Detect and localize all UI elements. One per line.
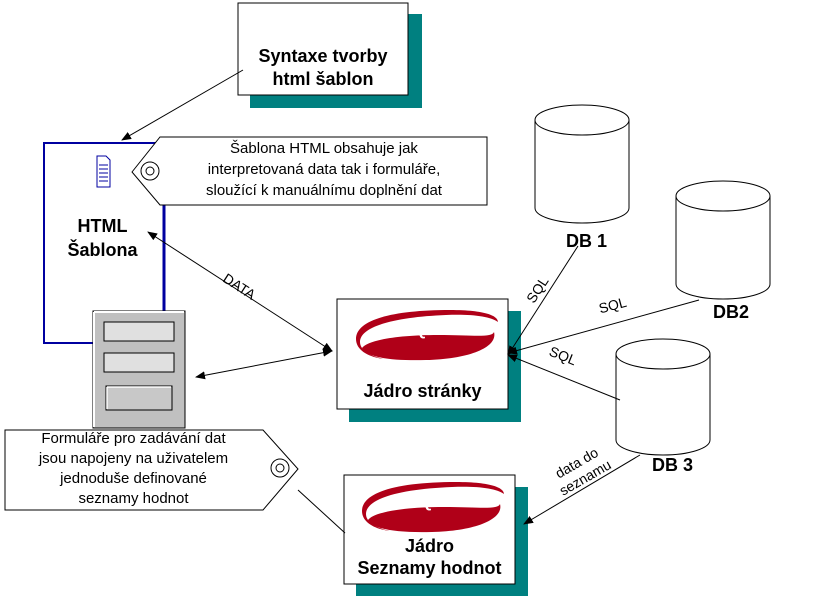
list-box-line1: Jádro bbox=[404, 536, 455, 556]
syntax-box bbox=[237, 2, 422, 108]
list-box bbox=[343, 474, 528, 596]
core-box bbox=[336, 298, 521, 422]
syntax-box-text: Syntaxe tvorby html šablon bbox=[238, 45, 408, 91]
form-window-icon bbox=[92, 310, 186, 429]
database-cylinder-icon bbox=[615, 338, 711, 456]
sql-logo-icon bbox=[362, 482, 504, 533]
connectors bbox=[121, 69, 700, 534]
form-tag bbox=[4, 429, 299, 511]
core-box-label: Jádro stránky bbox=[363, 381, 482, 401]
database-cylinder-icon bbox=[675, 180, 771, 300]
core-form-arrow bbox=[195, 348, 333, 380]
list-box-label: Jádro Seznamy hodnot bbox=[344, 535, 515, 579]
form-tag-line1: Formuláře pro zadávání dat bbox=[41, 430, 226, 447]
form-tag-line4: seznamy hodnot bbox=[78, 490, 189, 507]
document-icon bbox=[96, 155, 111, 188]
html-template-line2: Šablona bbox=[67, 240, 138, 260]
tag-ring-icon bbox=[270, 458, 290, 478]
db1-label: DB 1 bbox=[566, 231, 608, 251]
db3-sql-arrow bbox=[507, 354, 621, 401]
sql-logo-icon bbox=[356, 310, 498, 361]
html-template-label: HTML Šablona bbox=[50, 214, 155, 262]
db2-sql-arrow bbox=[507, 299, 700, 355]
db2-label: DB2 bbox=[713, 302, 750, 322]
db3-label: DB 3 bbox=[652, 455, 694, 475]
list-box-line2: Seznamy hodnot bbox=[357, 558, 502, 578]
template-tag-line1: Šablona HTML obsahuje jak bbox=[230, 140, 418, 157]
tag-ring-icon bbox=[140, 161, 160, 181]
template-tag-line3: sloužící k manuálnímu doplnění dat bbox=[206, 182, 442, 199]
template-tag-text: Šablona HTML obsahuje jak interpretovaná… bbox=[164, 138, 484, 201]
template-tag bbox=[131, 136, 488, 206]
core-sql-logo-text: SQL bbox=[403, 322, 437, 339]
syntax-box-line1: Syntaxe tvorby bbox=[258, 46, 388, 66]
syntax-to-template-arrow bbox=[121, 69, 244, 141]
db1-sql-arrow bbox=[507, 245, 579, 356]
syntax-box-frame bbox=[237, 2, 409, 96]
database-cylinder-icon bbox=[534, 104, 630, 224]
data-arrow bbox=[147, 231, 333, 352]
form-tag-text: Formuláře pro zadávání dat jsou napojeny… bbox=[6, 429, 261, 509]
html-template-line1: HTML bbox=[77, 216, 128, 236]
list-sql-logo-text: SQL bbox=[409, 494, 443, 511]
db3-list-arrow bbox=[523, 454, 641, 525]
template-tag-line2: interpretovaná data tak i formuláře, bbox=[207, 161, 441, 178]
form-tag-line2: jsou napojeny na uživatelem bbox=[38, 450, 229, 467]
syntax-box-line2: html šablon bbox=[272, 69, 374, 89]
form-tag-line3: jednoduše definované bbox=[60, 470, 207, 487]
list-form-line bbox=[297, 489, 346, 534]
